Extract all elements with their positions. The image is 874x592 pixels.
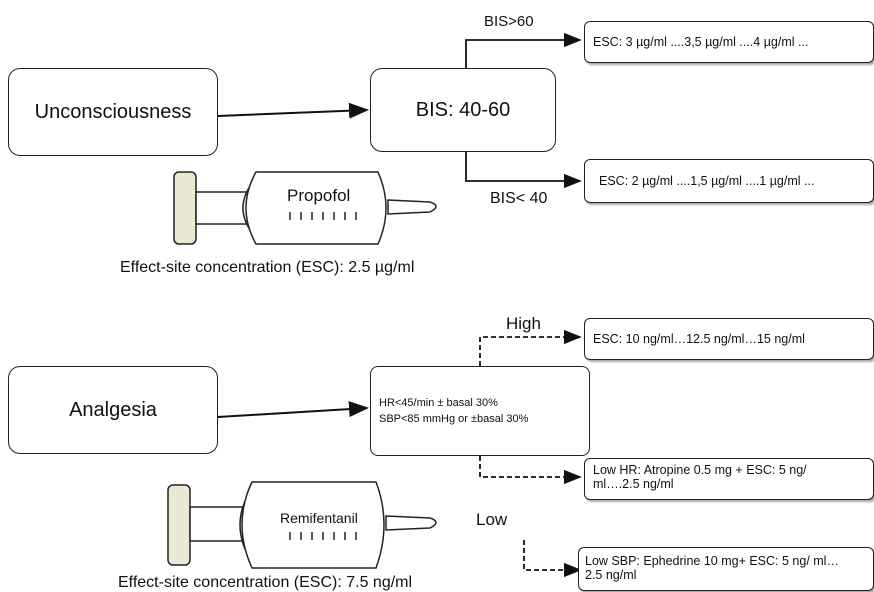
propofol-caption: Effect-site concentration (ESC): 2.5 µg/… bbox=[120, 259, 414, 277]
esc-propofol-low-text: ESC: 2 µg/ml ....1,5 µg/ml ....1 µg/ml .… bbox=[599, 174, 814, 188]
esc-propofol-high-text: ESC: 3 µg/ml ....3,5 µg/ml ....4 µg/ml .… bbox=[593, 35, 808, 49]
branch-low-label: Low bbox=[476, 510, 507, 530]
criteria-text: HR<45/min ± basal 30% SBP<85 mmHg or ±ba… bbox=[379, 395, 528, 427]
low-sbp-box: Low SBP: Ephedrine 10 mg+ ESC: 5 ng/ ml…… bbox=[578, 547, 874, 591]
remifentanil-caption: Effect-site concentration (ESC): 7.5 ng/… bbox=[118, 574, 412, 592]
arrow-bis-to-high bbox=[466, 40, 580, 68]
syringe-propofol-icon bbox=[174, 172, 436, 244]
low-hr-text: Low HR: Atropine 0.5 mg + ESC: 5 ng/ ml…… bbox=[593, 463, 853, 491]
esc-propofol-low-box: ESC: 2 µg/ml ....1,5 µg/ml ....1 µg/ml .… bbox=[584, 159, 874, 203]
branch-bis-high-label: BIS>60 bbox=[484, 13, 534, 30]
arrow-unconsciousness-to-bis bbox=[218, 110, 367, 116]
branch-high-label: High bbox=[506, 314, 541, 334]
low-hr-box: Low HR: Atropine 0.5 mg + ESC: 5 ng/ ml…… bbox=[584, 458, 874, 500]
syringe-remifentanil-label: Remifentanil bbox=[280, 510, 358, 526]
esc-propofol-high-box: ESC: 3 µg/ml ....3,5 µg/ml ....4 µg/ml .… bbox=[584, 21, 874, 63]
arrow-criteria-to-high bbox=[480, 337, 580, 366]
branch-bis-low-label: BIS< 40 bbox=[490, 190, 547, 208]
analgesia-label: Analgesia bbox=[69, 399, 157, 422]
bis-box: BIS: 40-60 bbox=[370, 68, 556, 152]
bis-label: BIS: 40-60 bbox=[416, 99, 511, 122]
arrow-analgesia-to-criteria bbox=[218, 408, 367, 417]
arrow-criteria-to-low-hr bbox=[480, 456, 580, 477]
unconsciousness-box: Unconsciousness bbox=[8, 68, 218, 156]
esc-remi-high-text: ESC: 10 ng/ml…12.5 ng/ml…15 ng/ml bbox=[593, 332, 805, 346]
low-sbp-text: Low SBP: Ephedrine 10 mg+ ESC: 5 ng/ ml…… bbox=[585, 554, 855, 582]
arrow-criteria-to-low-sbp bbox=[524, 540, 580, 570]
criteria-hr: HR<45/min ± basal 30% bbox=[379, 395, 528, 411]
arrow-bis-to-low bbox=[466, 152, 580, 181]
analgesia-box: Analgesia bbox=[8, 366, 218, 454]
criteria-sbp: SBP<85 mmHg or ±basal 30% bbox=[379, 411, 528, 427]
syringe-propofol-label: Propofol bbox=[287, 186, 350, 206]
unconsciousness-label: Unconsciousness bbox=[35, 101, 192, 124]
criteria-box: HR<45/min ± basal 30% SBP<85 mmHg or ±ba… bbox=[370, 366, 590, 456]
esc-remi-high-box: ESC: 10 ng/ml…12.5 ng/ml…15 ng/ml bbox=[584, 318, 874, 360]
